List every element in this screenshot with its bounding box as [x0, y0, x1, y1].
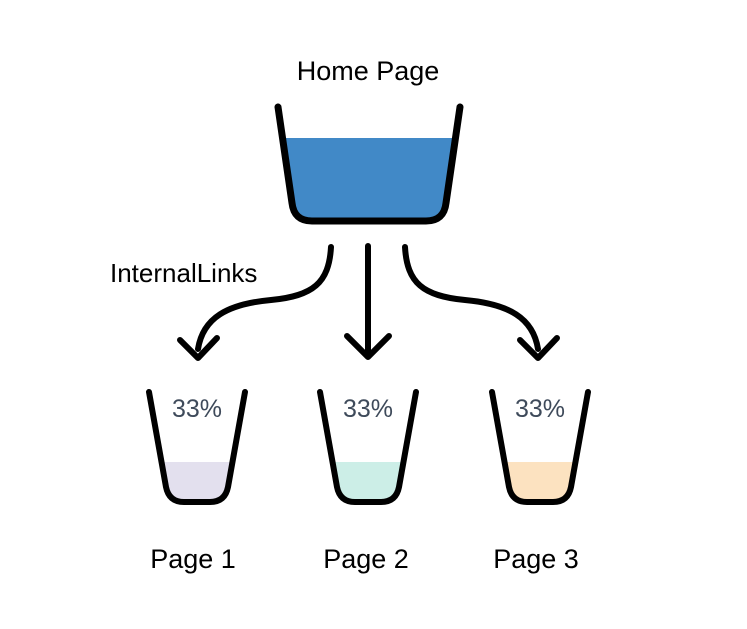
left-flow-arrow-curve [195, 244, 334, 352]
page-2-bucket-liquid [332, 462, 404, 502]
page-1-bucket-outline [146, 389, 248, 505]
page-1-bucket: 33% Page 1 [146, 389, 248, 574]
page-3-bucket-liquid [504, 462, 576, 502]
left-flow-arrowhead-icon [177, 335, 220, 361]
middle-flow-arrowhead-icon [344, 333, 392, 360]
page-3-percent-value: 33% [515, 395, 565, 423]
home-page-bucket-liquid [282, 138, 456, 221]
home-page-bucket [274, 103, 464, 225]
page-2-bucket: 33% Page 2 [317, 389, 419, 574]
internal-links-label: InternalLinks [110, 258, 257, 288]
page-1-percent-value: 33% [172, 395, 222, 423]
right-flow-arrow [402, 244, 560, 361]
page-2-bucket-outline [317, 389, 419, 505]
left-flow-arrow [177, 244, 334, 361]
page-1-bucket-liquid [161, 462, 233, 502]
page-3-bucket-outline [489, 389, 591, 505]
page-3-label: Page 3 [493, 544, 579, 574]
page-2-percent-value: 33% [343, 395, 393, 423]
home-page-bucket-outline [274, 103, 464, 225]
page-2-label: Page 2 [323, 544, 409, 574]
right-flow-arrowhead-icon [517, 335, 560, 361]
page-1-label: Page 1 [150, 544, 236, 574]
middle-flow-arrow [344, 243, 392, 360]
page-3-bucket: 33% Page 3 [489, 389, 591, 574]
home-page-title: Home Page [297, 56, 440, 86]
right-flow-arrow-curve [402, 244, 541, 352]
